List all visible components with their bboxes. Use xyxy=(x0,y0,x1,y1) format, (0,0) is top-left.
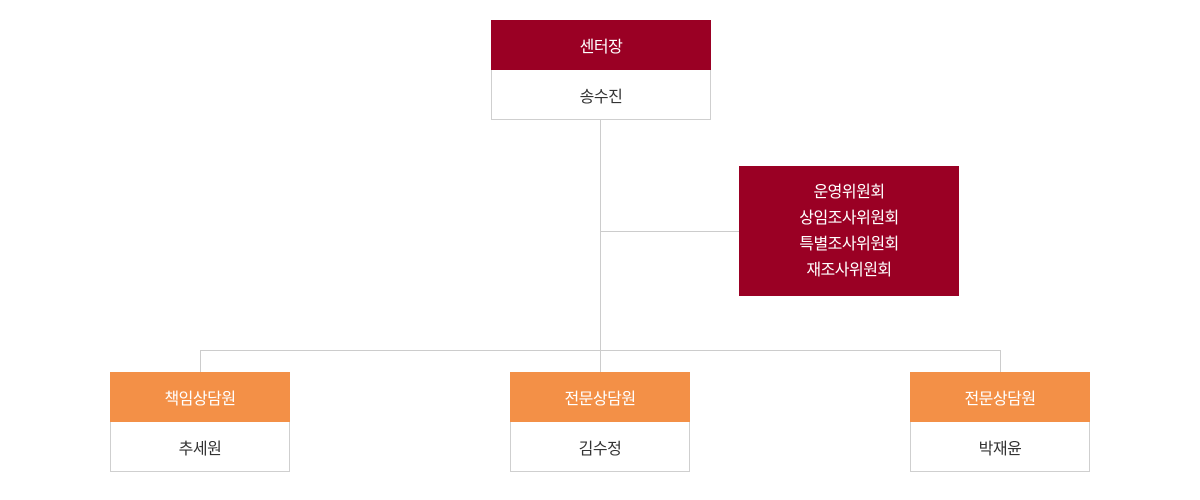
committee-item-operation: 운영위원회 xyxy=(813,182,885,201)
connector-drop-left xyxy=(200,350,201,372)
connector-horizontal-bottom xyxy=(200,350,1001,351)
committee-item-reinvestigation: 재조사위원회 xyxy=(806,260,892,279)
counselor-title: 전문상담원 xyxy=(510,372,690,422)
counselor-name: 추세원 xyxy=(110,422,290,472)
counselor-name: 박재윤 xyxy=(910,422,1090,472)
counselor-name: 김수정 xyxy=(510,422,690,472)
committee-item-special-investigation: 특별조사위원회 xyxy=(799,234,899,253)
counselor-title: 전문상담원 xyxy=(910,372,1090,422)
counselor-node-3: 전문상담원 박재윤 xyxy=(910,372,1090,472)
committee-item-standing-investigation: 상임조사위원회 xyxy=(799,208,899,227)
connector-vertical-main xyxy=(600,120,601,372)
connector-committee-branch xyxy=(600,231,739,232)
counselor-title: 책임상담원 xyxy=(110,372,290,422)
director-node: 센터장 송수진 xyxy=(491,20,711,120)
connector-drop-right xyxy=(1000,350,1001,372)
committee-box: 운영위원회 상임조사위원회 특별조사위원회 재조사위원회 xyxy=(739,166,959,296)
director-title: 센터장 xyxy=(491,20,711,70)
counselor-node-2: 전문상담원 김수정 xyxy=(510,372,690,472)
counselor-node-1: 책임상담원 추세원 xyxy=(110,372,290,472)
director-name: 송수진 xyxy=(491,70,711,120)
